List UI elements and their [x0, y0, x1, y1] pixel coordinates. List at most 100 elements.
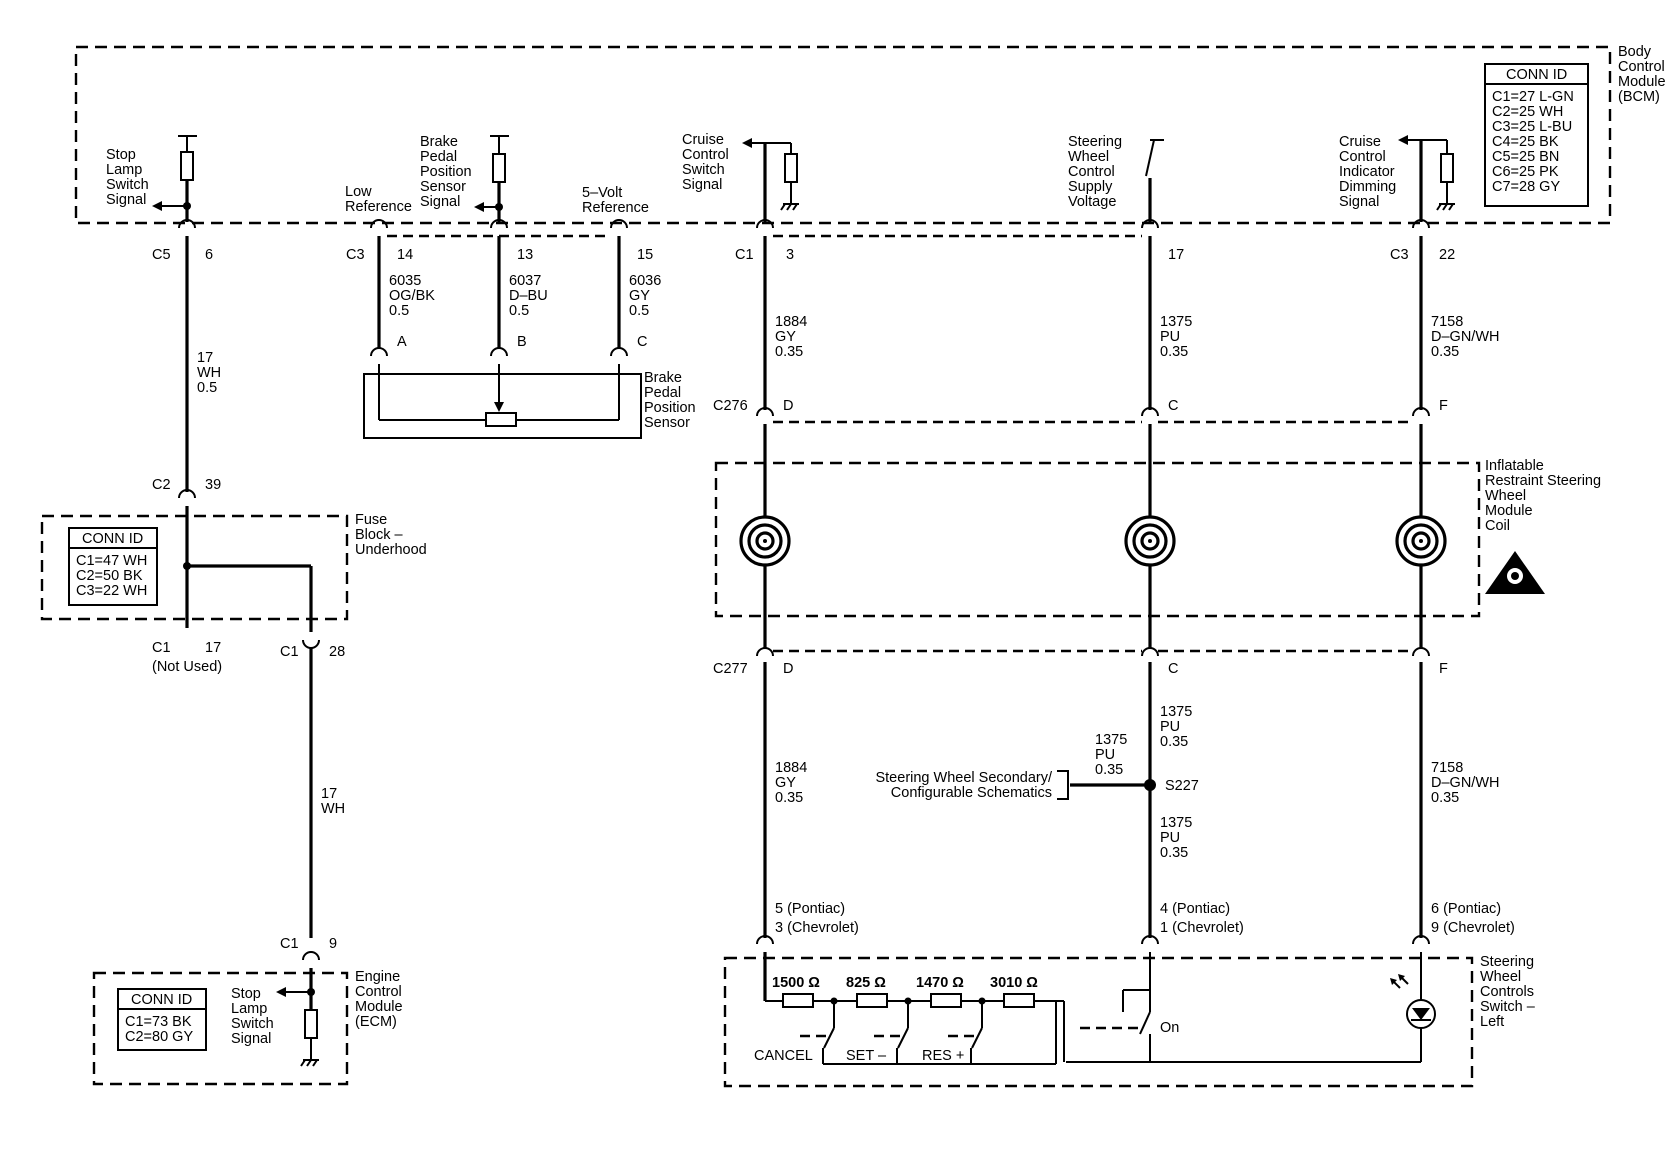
ecm-label: Engine Control Module (ECM) [355, 969, 403, 1030]
connector-icon [490, 347, 508, 357]
svg-text:39: 39 [205, 477, 221, 493]
svg-text:Underhood: Underhood [355, 542, 427, 558]
svg-text:C1: C1 [280, 644, 299, 660]
bcm-title: Body Control Module (BCM) [1618, 44, 1666, 105]
pulldown-resistor-icon [784, 153, 798, 183]
svg-text:WH: WH [321, 801, 345, 817]
resistor-icon [782, 993, 814, 1008]
wire-label-1375-lower-a: 1375 PU 0.35 [1160, 704, 1192, 750]
svg-text:1 (Chevrolet): 1 (Chevrolet) [1160, 920, 1244, 936]
arrow-left-icon [152, 201, 162, 211]
svg-text:Steering Wheel Secondary/: Steering Wheel Secondary/ [875, 770, 1052, 786]
svg-text:GY: GY [629, 288, 650, 304]
svg-text:17: 17 [197, 350, 213, 366]
svg-text:825 Ω: 825 Ω [846, 975, 886, 991]
wire-label-17-wh: 17 WH [321, 786, 345, 817]
svg-text:Block –: Block – [355, 527, 403, 543]
svg-text:6037: 6037 [509, 273, 541, 289]
connector-icon [302, 951, 320, 961]
svg-text:C3=22 WH: C3=22 WH [76, 583, 147, 599]
svg-text:PU: PU [1160, 830, 1180, 846]
svg-text:Control: Control [1339, 149, 1386, 165]
svg-text:Signal: Signal [231, 1031, 271, 1047]
brake-sensor-wires: 6035 OG/BK 0.5 6037 D–BU 0.5 6036 GY 0.5… [370, 236, 661, 357]
svg-text:3: 3 [786, 247, 794, 263]
svg-text:0.35: 0.35 [1160, 734, 1188, 750]
svg-text:S227: S227 [1165, 778, 1199, 794]
switch-contact-icon [1145, 139, 1155, 177]
svg-text:OG/BK: OG/BK [389, 288, 435, 304]
wire-label-6036: 6036 GY 0.5 [629, 273, 661, 319]
svg-text:Module: Module [1485, 503, 1533, 519]
svg-text:Configurable Schematics: Configurable Schematics [891, 785, 1052, 801]
svg-text:D–GN/WH: D–GN/WH [1431, 775, 1499, 791]
connector-icon [370, 219, 388, 229]
svg-text:Control: Control [355, 984, 402, 1000]
svg-text:On: On [1160, 1020, 1179, 1036]
on-switch: On [1066, 952, 1421, 1063]
svg-text:D–GN/WH: D–GN/WH [1431, 329, 1499, 345]
svg-text:C277: C277 [713, 661, 748, 677]
wire-label-17-wh-05: 17 WH 0.5 [197, 350, 221, 396]
svg-text:(ECM): (ECM) [355, 1014, 397, 1030]
svg-text:GY: GY [775, 775, 796, 791]
arrow-left-icon [742, 138, 752, 148]
splice-s227: S227 [1057, 770, 1199, 800]
svg-text:Control: Control [1068, 164, 1115, 180]
svg-text:Module: Module [355, 999, 403, 1015]
brake-sensor-signal-label: Brake Pedal Position Sensor Signal [420, 134, 472, 210]
svg-text:C: C [637, 334, 647, 350]
svg-text:Sensor: Sensor [644, 415, 690, 431]
svg-text:Restraint Steering: Restraint Steering [1485, 473, 1601, 489]
bcm-conn-id-table: CONN ID C1=27 L-GN C2=25 WH C3=25 L-BU C… [1484, 63, 1589, 207]
button-labels: CANCEL SET – RES + [754, 1048, 964, 1064]
arrow-left-icon [276, 987, 286, 997]
wire-label-7158-upper: 7158 D–GN/WH 0.35 [1431, 314, 1499, 360]
svg-text:15: 15 [637, 247, 653, 263]
svg-text:PU: PU [1095, 747, 1115, 763]
svg-text:(Not Used): (Not Used) [152, 659, 222, 675]
svg-text:C2: C2 [152, 477, 171, 493]
svg-text:1884: 1884 [775, 760, 807, 776]
potentiometer-icon [485, 412, 517, 427]
svg-text:WH: WH [197, 365, 221, 381]
fuse-block-label: Fuse Block – Underhood [355, 512, 427, 558]
svg-text:Switch: Switch [231, 1016, 274, 1032]
svg-text:Low: Low [345, 184, 372, 200]
svg-text:Position: Position [644, 400, 696, 416]
svg-text:1500 Ω: 1500 Ω [772, 975, 820, 991]
swc-pin-labels: 5 (Pontiac) 3 (Chevrolet) 4 (Pontiac) 1 … [775, 901, 1515, 936]
svg-text:C1: C1 [152, 640, 171, 656]
svg-text:14: 14 [397, 247, 413, 263]
low-reference-label: Low Reference [345, 184, 412, 215]
svg-text:C1=27 L-GN: C1=27 L-GN [1492, 89, 1574, 105]
cruise-dimming-signal-label: Cruise Control Indicator Dimming Signal [1339, 134, 1396, 210]
connector-icon [1412, 219, 1430, 229]
secondary-schematics-label: Steering Wheel Secondary/ Configurable S… [875, 770, 1052, 801]
pullup-resistor-icon [492, 153, 506, 183]
svg-text:0.5: 0.5 [197, 380, 217, 396]
svg-text:0.35: 0.35 [1095, 762, 1123, 778]
svg-text:Signal: Signal [106, 192, 146, 208]
svg-text:Control: Control [682, 147, 729, 163]
svg-text:C1=47 WH: C1=47 WH [76, 553, 147, 569]
pulldown-resistor-icon [304, 1009, 318, 1039]
button-contacts [800, 1001, 1065, 1065]
svg-text:F: F [1439, 398, 1448, 414]
svg-text:PU: PU [1160, 719, 1180, 735]
connector-icon [178, 219, 196, 229]
svg-text:4 (Pontiac): 4 (Pontiac) [1160, 901, 1230, 917]
wire-label-1375-lower-b: 1375 PU 0.35 [1160, 815, 1192, 861]
svg-text:Inflatable: Inflatable [1485, 458, 1544, 474]
connector-icon [490, 219, 508, 229]
svg-text:Lamp: Lamp [231, 1001, 267, 1017]
cruise-switch-signal-label: Cruise Control Switch Signal [682, 132, 729, 193]
svg-text:GY: GY [775, 329, 796, 345]
svg-text:13: 13 [517, 247, 533, 263]
svg-text:F: F [1439, 661, 1448, 677]
connector-c276: C276 D C F [713, 398, 1448, 433]
bcm-cruise-dim-circuit [1398, 135, 1455, 222]
svg-text:C5: C5 [152, 247, 171, 263]
svg-text:6036: 6036 [629, 273, 661, 289]
svg-text:3 (Chevrolet): 3 (Chevrolet) [775, 920, 859, 936]
